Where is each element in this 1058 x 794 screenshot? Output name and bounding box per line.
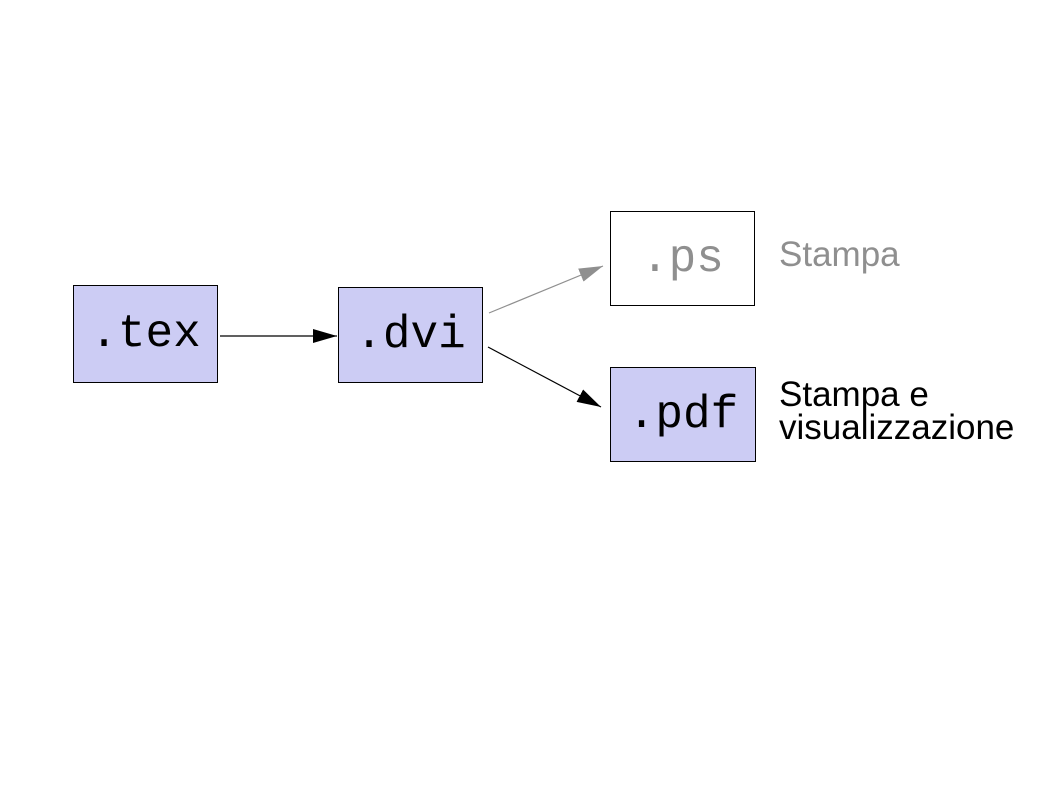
- node-tex-file: .tex: [73, 285, 218, 383]
- node-ps-label: .ps: [641, 232, 724, 285]
- annotation-ps-stampa: Stampa: [779, 235, 900, 274]
- node-pdf-file: .pdf: [610, 367, 756, 462]
- edge-dvi-ps: [488, 265, 604, 314]
- node-ps-file: .ps: [610, 211, 755, 306]
- node-dvi-label: .dvi: [355, 309, 466, 361]
- node-dvi-file: .dvi: [338, 287, 483, 383]
- node-pdf-label: .pdf: [627, 388, 739, 441]
- annotation-pdf-stampa-visualizzazione: Stampa e visualizzazione: [779, 375, 1015, 447]
- node-tex-label: .tex: [90, 308, 201, 360]
- edge-dvi-pdf: [487, 346, 602, 408]
